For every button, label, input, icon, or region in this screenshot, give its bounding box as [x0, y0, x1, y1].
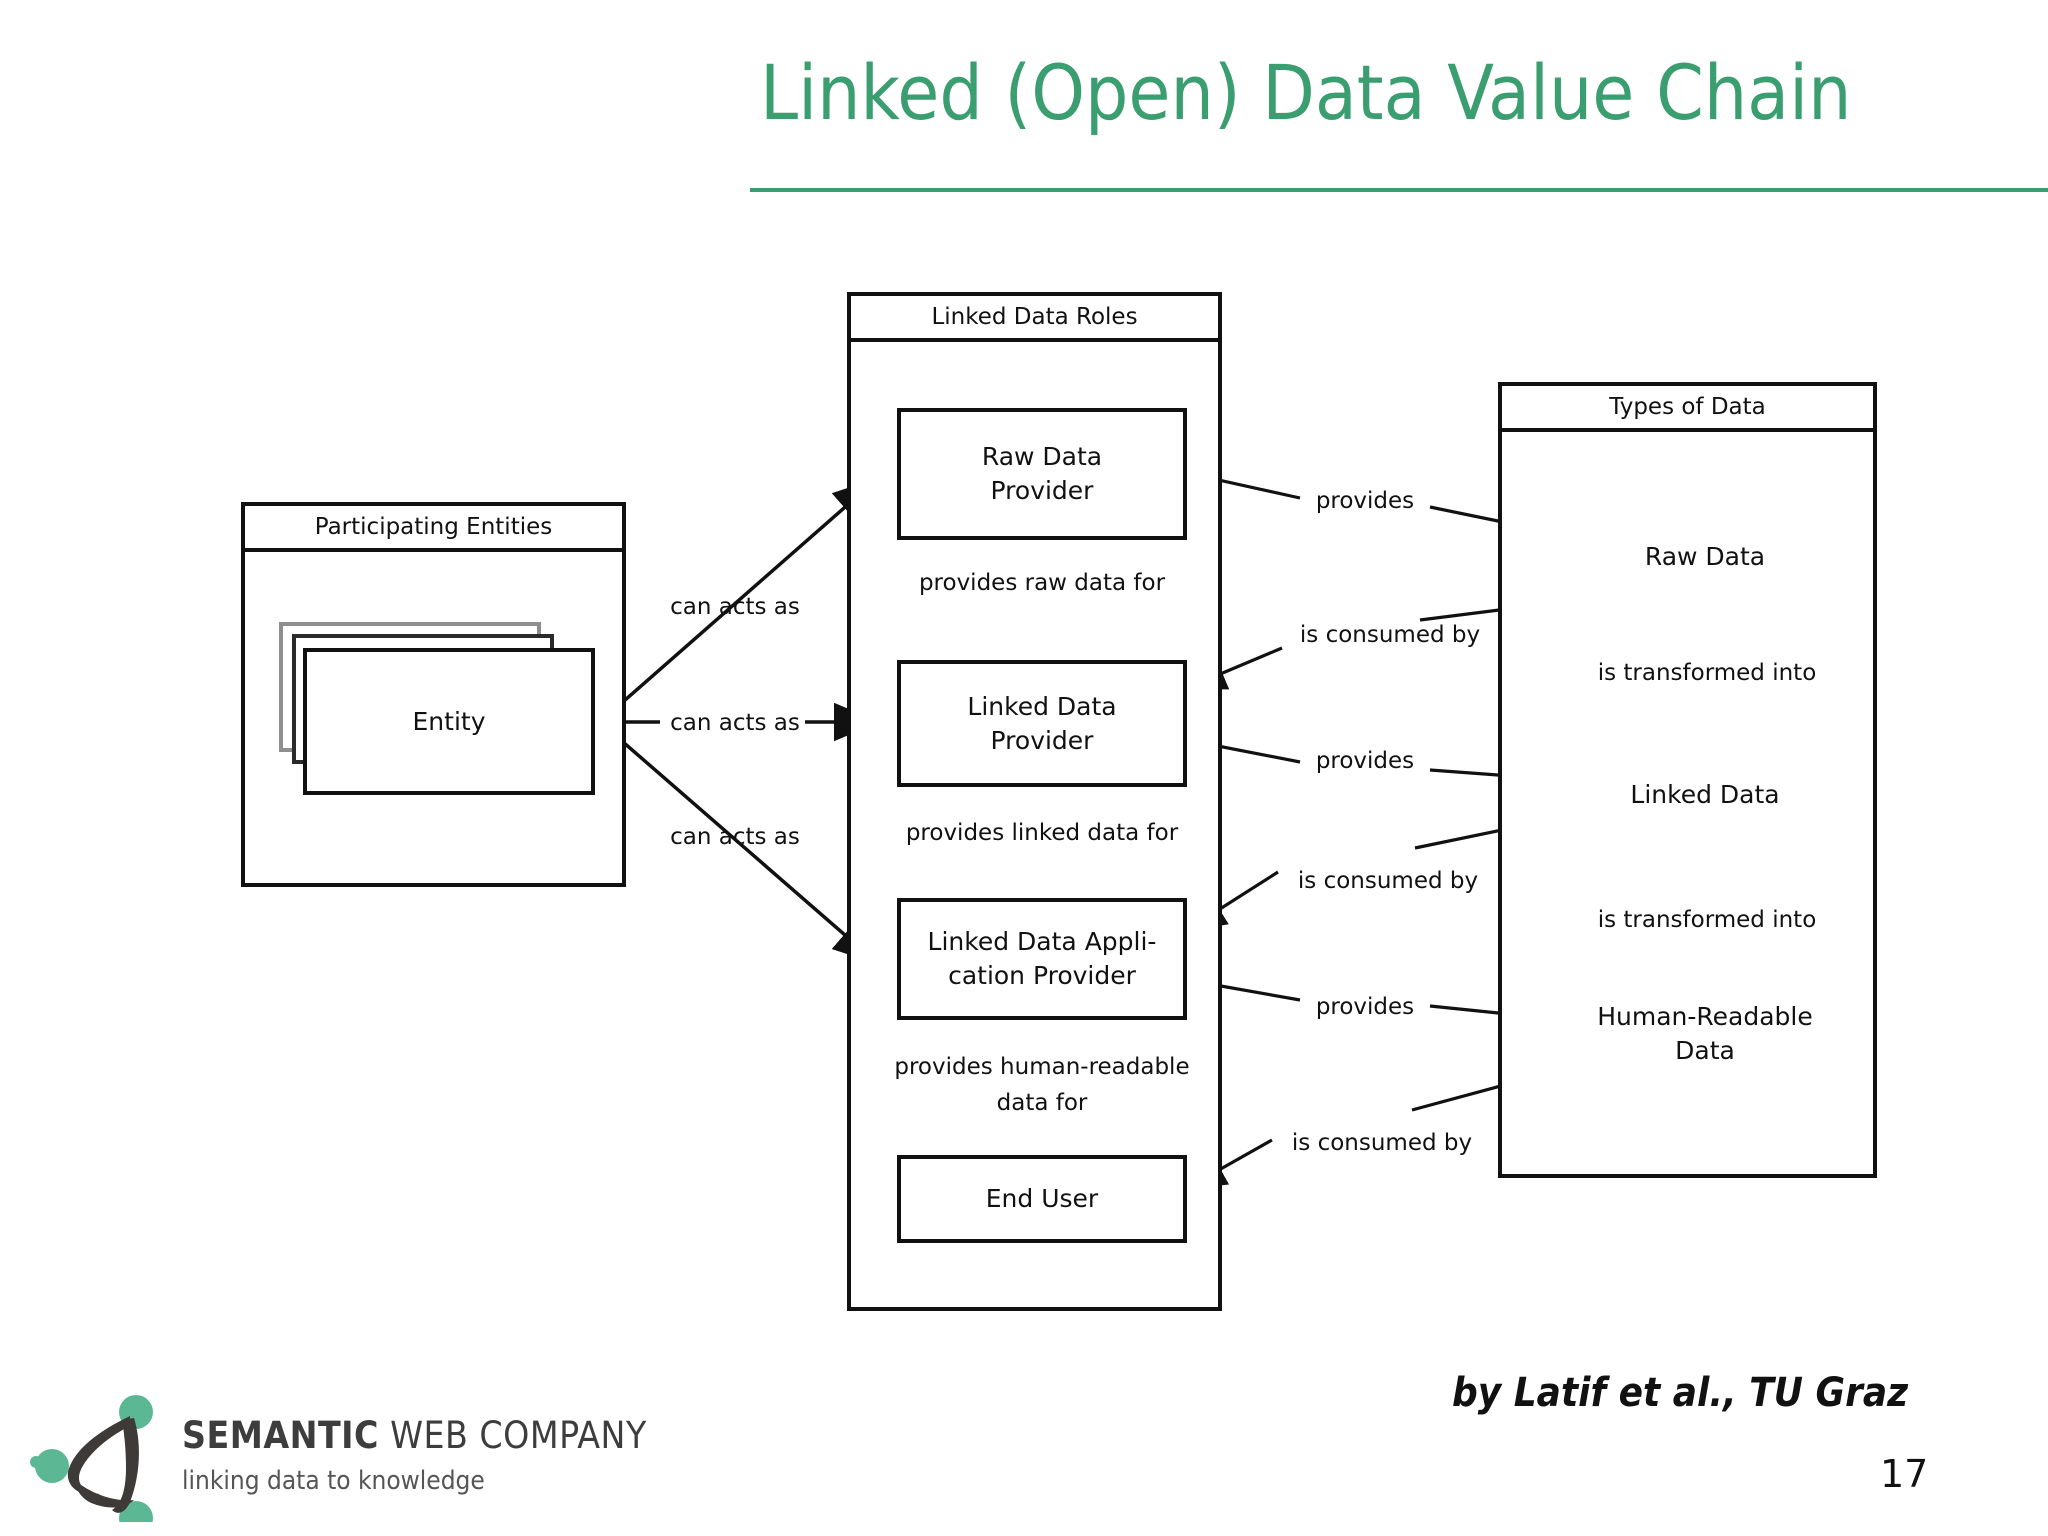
logo-swirl-right [112, 1418, 139, 1513]
edge-entity-to-raw-data-provider [598, 477, 879, 724]
edge-label-is-transformed-into-2: is transformed into [1597, 907, 1817, 933]
edge-label-provides-human-readable-data-for-line2: data for [996, 1090, 1088, 1116]
page-number: 17 [1880, 1452, 1929, 1496]
logo-mark-icon [30, 1395, 153, 1522]
logo-company-name: SEMANTIC WEB COMPANY [182, 1414, 647, 1457]
logo-inner-triangle [96, 1450, 126, 1484]
logo-company-name-bold: SEMANTIC [182, 1414, 379, 1457]
logo-swirl-lower [74, 1480, 134, 1508]
node-linked-data-application-provider-line1: Linked Data Appli- [927, 927, 1157, 956]
node-linked-data-provider-line2: Provider [990, 725, 1094, 755]
edge-label-provides-1: provides [1315, 488, 1415, 514]
semantic-web-company-logo: SEMANTIC WEB COMPANY linking data to kno… [30, 1392, 646, 1522]
node-raw-data-provider-line1: Raw Data [981, 442, 1103, 471]
logo-dot-left [35, 1449, 69, 1483]
node-linked-data-application-provider-line2: cation Provider [948, 961, 1136, 990]
node-linked-data-provider-line1: Linked Data [967, 691, 1117, 721]
node-end-user[interactable]: End User [897, 1155, 1187, 1243]
node-linked-data-label: Linked Data [1630, 780, 1780, 809]
edge-label-provides-2: provides [1315, 748, 1415, 774]
edge-entity-to-linked-data-app-provider [598, 720, 879, 965]
edge-label-provides-3: provides [1315, 994, 1415, 1020]
edge-label-can-acts-as-3: can acts as [670, 824, 800, 850]
edge-label-provides-linked-data-for: provides linked data for [905, 820, 1179, 846]
node-raw-data-provider[interactable]: Raw Data Provider [897, 408, 1187, 540]
edge-label-is-consumed-by-2: is consumed by [1297, 868, 1479, 894]
title-divider [750, 188, 2048, 192]
edge-label-is-transformed-into-1: is transformed into [1597, 660, 1817, 686]
node-raw-data-label: Raw Data [1644, 542, 1766, 571]
edge-label-can-acts-as-2: can acts as [670, 710, 800, 736]
logo-dot-small [30, 1456, 42, 1468]
logo-company-name-light: WEB COMPANY [379, 1414, 647, 1457]
node-human-readable-data-line2: Data [1675, 1036, 1735, 1065]
package-title-participating-entities: Participating Entities [245, 506, 622, 552]
logo-tagline: linking data to knowledge [182, 1466, 485, 1496]
page-title: Linked (Open) Data Value Chain [760, 48, 1852, 137]
package-types-of-data: Types of Data [1498, 382, 1877, 1178]
edge-label-can-acts-as-1: can acts as [670, 594, 800, 620]
node-linked-data-provider[interactable]: Linked Data Provider [897, 660, 1187, 787]
package-title-types-of-data: Types of Data [1502, 386, 1873, 432]
node-linked-data-application-provider[interactable]: Linked Data Appli- cation Provider [897, 898, 1187, 1020]
node-end-user-label: End User [985, 1184, 1099, 1213]
node-raw-data-provider-line2: Provider [990, 476, 1094, 505]
package-title-linked-data-roles: Linked Data Roles [851, 296, 1218, 342]
node-entity-label: Entity [412, 706, 486, 736]
linked-data-value-chain-diagram: Participating Entities Entity Linked Dat… [241, 292, 1877, 1311]
attribution-text: by Latif et al., TU Graz [1452, 1370, 1909, 1416]
node-entity[interactable]: Entity [303, 648, 595, 795]
edge-label-is-consumed-by-3: is consumed by [1291, 1130, 1473, 1156]
edge-label-provides-human-readable-data-for-line1: provides human-readable [894, 1054, 1190, 1080]
node-human-readable-data-line1: Human-Readable [1597, 1002, 1813, 1031]
edge-label-is-consumed-by-1: is consumed by [1299, 622, 1481, 648]
edge-label-provides-raw-data-for: provides raw data for [918, 570, 1166, 596]
